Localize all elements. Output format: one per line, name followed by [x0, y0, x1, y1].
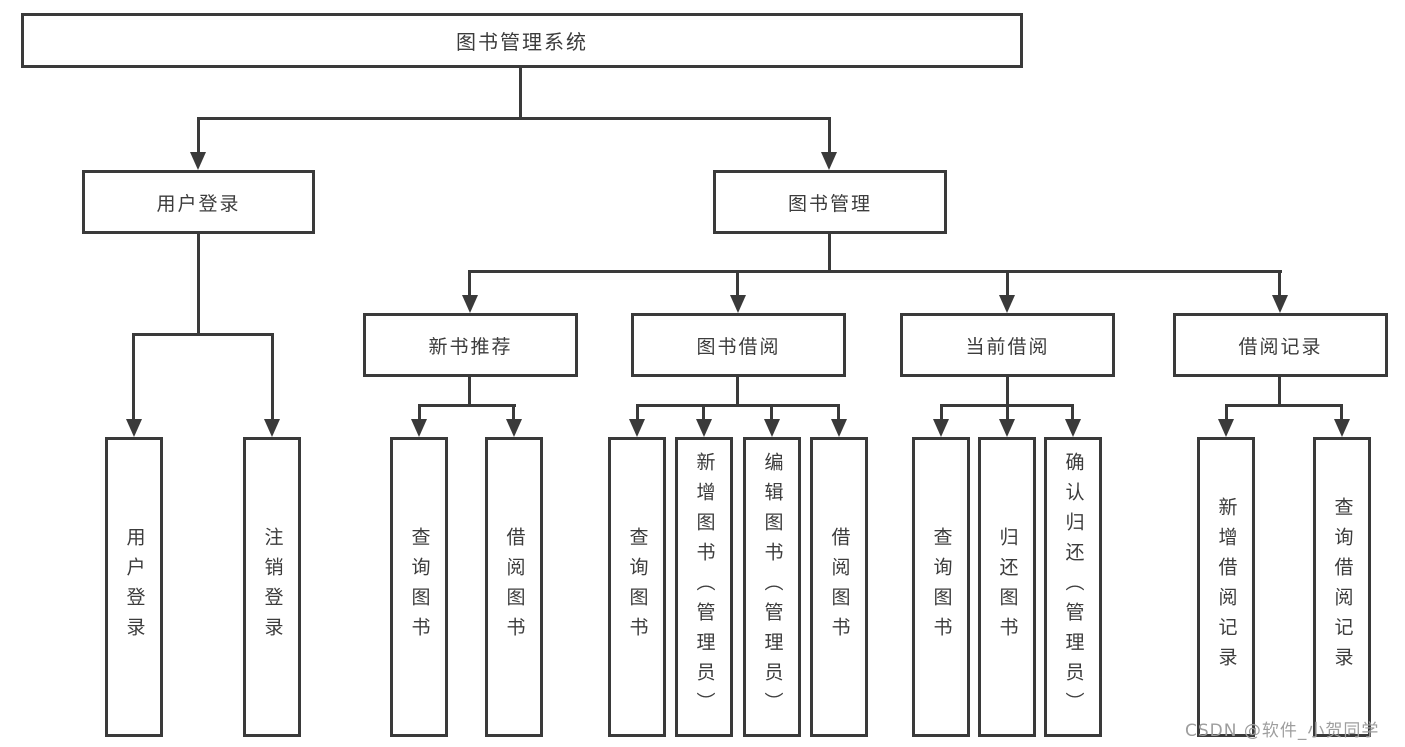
arrowhead-leaf — [1218, 419, 1234, 437]
node-root: 图书管理系统 — [21, 13, 1023, 68]
connector-l3-stem — [1006, 270, 1009, 298]
arrowhead-leaf — [696, 419, 712, 437]
connector-leaf-stem — [770, 404, 773, 421]
leaf-add-book-admin: 新增图书（管理员） — [675, 437, 733, 737]
connector-userlogin-stem — [197, 117, 200, 154]
node-new-book-recommend: 新书推荐 — [363, 313, 578, 377]
connector-leaf-stem — [1225, 404, 1228, 421]
arrowhead-leaf — [126, 419, 142, 437]
leaf-logout: 注销登录 — [243, 437, 301, 737]
node-book-borrow: 图书借阅 — [631, 313, 846, 377]
connector-l3-stem — [736, 270, 739, 298]
arrowhead-bookmgmt — [821, 152, 837, 170]
arrowhead-l3 — [730, 295, 746, 313]
arrowhead-leaf — [1334, 419, 1350, 437]
connector-userlogin-vline — [197, 234, 200, 336]
arrowhead-leaf — [506, 419, 522, 437]
arrowhead-l3 — [999, 295, 1015, 313]
leaf-edit-book-admin: 编辑图书（管理员） — [743, 437, 801, 737]
connector-root-stem — [519, 68, 522, 120]
connector-group-vline — [1278, 377, 1281, 407]
arrowhead-leaf — [264, 419, 280, 437]
connector-group-hline — [636, 404, 840, 407]
connector-leaf-stem — [1006, 404, 1009, 421]
node-borrow-records: 借阅记录 — [1173, 313, 1388, 377]
arrowhead-leaf — [411, 419, 427, 437]
connector-group-vline — [468, 377, 471, 407]
arrowhead-leaf — [1065, 419, 1081, 437]
arrowhead-leaf — [933, 419, 949, 437]
connector-group-hline — [1225, 404, 1343, 407]
leaf-return-book: 归还图书 — [978, 437, 1036, 737]
connector-userlogin-hline — [132, 333, 274, 336]
connector-leaf-stem — [132, 333, 135, 420]
leaf-user-login: 用户登录 — [105, 437, 163, 737]
connector-leaf-stem — [1340, 404, 1343, 421]
arrowhead-leaf — [629, 419, 645, 437]
connector-group-vline — [736, 377, 739, 407]
connector-root-hline — [197, 117, 831, 120]
leaf-query-books-recommend: 查询图书 — [390, 437, 448, 737]
leaf-query-books-current: 查询图书 — [912, 437, 970, 737]
arrowhead-l3 — [462, 295, 478, 313]
connector-bookmgmt-vline — [828, 234, 831, 273]
connector-leaf-stem — [702, 404, 705, 421]
leaf-confirm-return-admin: 确认归还（管理员） — [1044, 437, 1102, 737]
connector-group-hline — [418, 404, 516, 407]
node-current-borrow: 当前借阅 — [900, 313, 1115, 377]
csdn-watermark: CSDN @软件_小贺同学 — [1185, 721, 1380, 741]
node-book-management: 图书管理 — [713, 170, 947, 234]
connector-leaf-stem — [636, 404, 639, 421]
connector-group-vline — [1006, 377, 1009, 407]
node-user-login: 用户登录 — [82, 170, 315, 234]
connector-bookmgmt-hline — [468, 270, 1282, 273]
connector-leaf-stem — [271, 333, 274, 420]
arrowhead-leaf — [831, 419, 847, 437]
connector-leaf-stem — [837, 404, 840, 421]
leaf-query-books-borrow: 查询图书 — [608, 437, 666, 737]
connector-l3-stem — [468, 270, 471, 298]
arrowhead-leaf — [764, 419, 780, 437]
leaf-borrow-books: 借阅图书 — [810, 437, 868, 737]
connector-leaf-stem — [418, 404, 421, 421]
leaf-query-borrow-record: 查询借阅记录 — [1313, 437, 1371, 737]
arrowhead-userlogin — [190, 152, 206, 170]
leaf-add-borrow-record: 新增借阅记录 — [1197, 437, 1255, 737]
leaf-borrow-books-recommend: 借阅图书 — [485, 437, 543, 737]
connector-leaf-stem — [940, 404, 943, 421]
arrowhead-l3 — [1272, 295, 1288, 313]
connector-l3-stem — [1278, 270, 1281, 298]
connector-leaf-stem — [1071, 404, 1074, 421]
connector-leaf-stem — [512, 404, 515, 421]
connector-bookmgmt-stem — [828, 117, 831, 154]
arrowhead-leaf — [999, 419, 1015, 437]
